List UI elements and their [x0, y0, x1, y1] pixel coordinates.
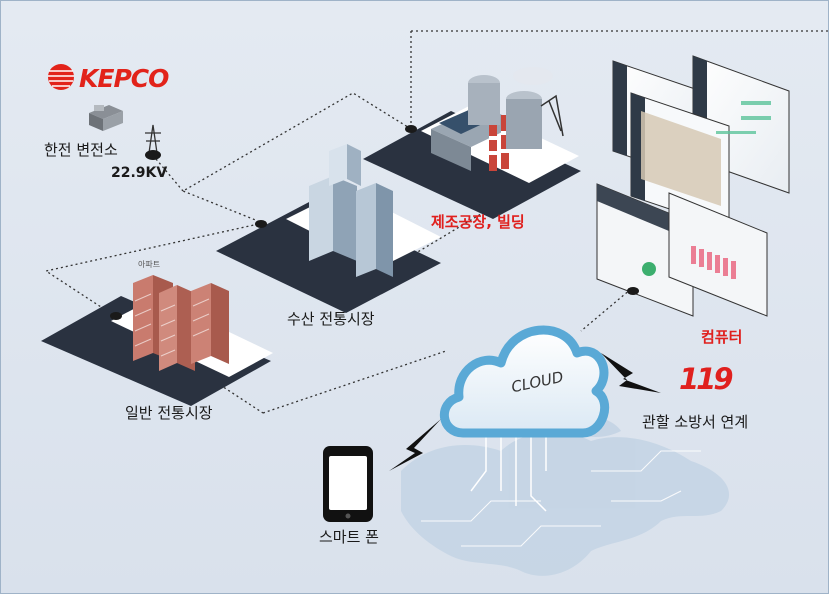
label-substation: 한전 변전소 — [44, 141, 118, 159]
label-factory: 제조공장, 빌딩 — [431, 213, 525, 231]
kepco-logo-icon — [48, 64, 74, 90]
apartment-sign: 아파트 — [138, 260, 161, 269]
susan-market-tower — [309, 144, 393, 277]
label-general-market: 일반 전통시장 — [125, 404, 213, 422]
kepco-logo: KEPCO — [79, 64, 169, 93]
label-susan-market: 수산 전통시장 — [287, 310, 375, 328]
factory-node — [405, 125, 417, 133]
susan-market-node — [255, 220, 267, 228]
label-smartphone: 스마트 폰 — [319, 528, 379, 546]
label-voltage: 22.9KV — [111, 165, 168, 181]
power-pylon — [145, 124, 161, 154]
fire-119-logo: 119 — [679, 362, 734, 396]
computer-dashboard-screens — [596, 55, 790, 317]
substation-node — [145, 150, 161, 160]
smartphone-icon — [323, 446, 373, 522]
lightning-bolt-icon — [601, 353, 661, 393]
apartment-buildings — [133, 275, 229, 371]
general-market-node — [110, 312, 122, 320]
label-fire-station: 관할 소방서 연계 — [642, 413, 749, 431]
label-computer: 컴퓨터 — [701, 328, 743, 346]
lightning-bolt-icon — [389, 419, 441, 471]
cloud-shape — [439, 325, 610, 438]
computer-node — [627, 287, 639, 295]
factory-building — [431, 67, 564, 171]
substation-building — [89, 105, 123, 131]
world-map — [401, 415, 730, 576]
